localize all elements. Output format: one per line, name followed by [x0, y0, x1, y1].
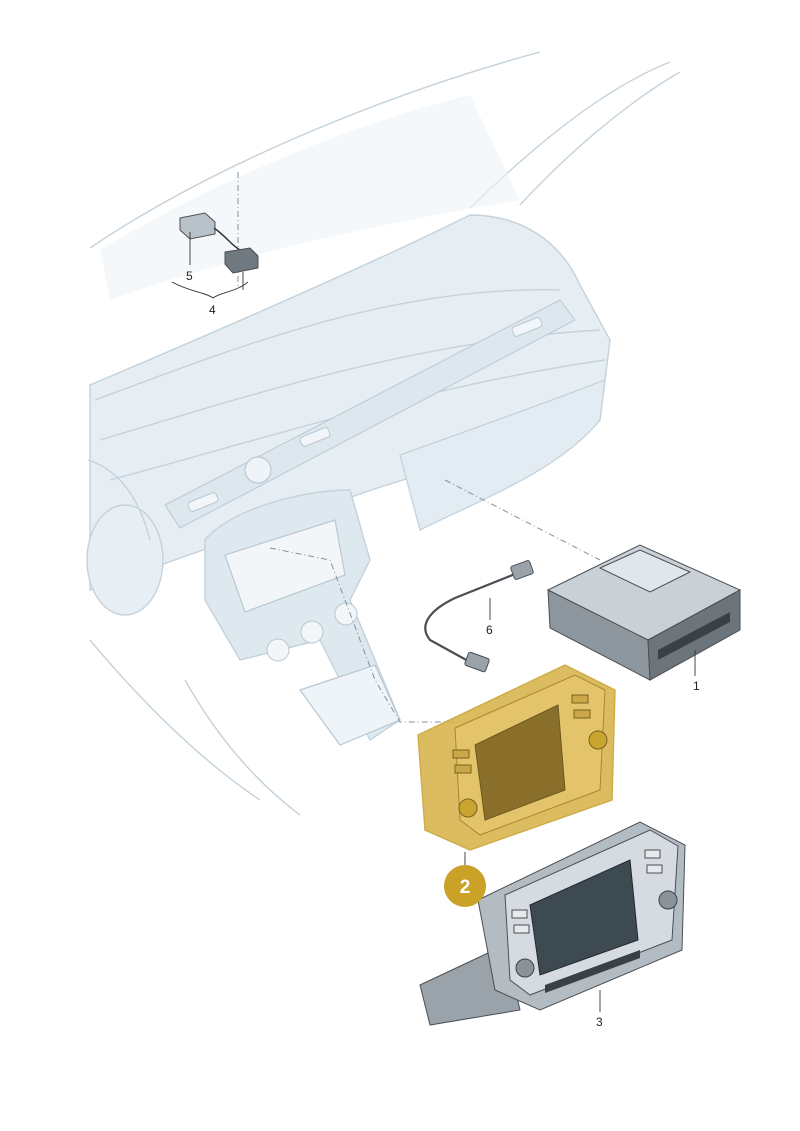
head-unit-2-button-4	[454, 764, 472, 774]
bracket-4	[171, 281, 249, 299]
climate-knob-left	[266, 638, 290, 662]
head-unit-2-button-2	[573, 709, 591, 719]
head-unit-3-button-4	[646, 864, 663, 874]
cable-6	[424, 570, 521, 663]
storage-tray	[299, 664, 401, 746]
steering-outline	[87, 459, 151, 541]
callout-3: 3	[596, 1015, 603, 1029]
hazard-button	[244, 456, 272, 484]
dashboard-illustration	[86, 51, 681, 816]
head-unit-3-knob-right	[658, 890, 678, 910]
module-5-plug	[224, 247, 259, 274]
callout-5: 5	[186, 269, 193, 283]
head-unit-2-button-3	[452, 749, 470, 759]
console-display-recess	[224, 519, 346, 613]
head-unit-3-button-3	[644, 849, 661, 859]
windshield-glass	[100, 95, 520, 300]
vent-slider-1	[299, 427, 331, 447]
climate-knob-right	[334, 602, 358, 626]
console-side-line	[184, 679, 301, 816]
module-5-box	[179, 212, 216, 240]
vent-slider-2	[511, 317, 543, 337]
cable-6-connector-bottom	[464, 651, 490, 673]
mount-line-1	[444, 479, 601, 561]
head-unit-2-knob-right	[588, 730, 608, 750]
head-unit-3-screen	[529, 859, 639, 976]
part-5-module	[179, 212, 259, 274]
unit-1-label	[598, 549, 692, 593]
windshield-top-edge	[89, 51, 541, 249]
head-unit-3-knob-left	[515, 958, 535, 978]
callout-6: 6	[486, 623, 493, 637]
mount-line-2	[269, 547, 460, 723]
callouts: 5 4 6 1 3 2	[186, 269, 700, 1029]
leader-lines	[171, 232, 696, 1012]
vent-slider-3	[187, 492, 219, 512]
dashboard-crease-1	[94, 289, 561, 401]
a-pillar-inner-edge	[519, 71, 681, 206]
module-5-cable	[213, 227, 241, 251]
head-unit-3-button-2	[513, 924, 530, 934]
instrument-cluster-hood	[86, 504, 164, 616]
head-unit-3-slot	[545, 950, 640, 993]
part-6-antenna-cable	[424, 560, 534, 673]
head-unit-2-knob-left	[458, 798, 478, 818]
callout-4: 4	[209, 303, 216, 317]
head-unit-2-button-1	[571, 694, 589, 704]
callout-2: 2	[460, 877, 471, 898]
part-1-unit	[546, 544, 742, 681]
head-unit-3-button-1	[511, 909, 528, 919]
part-2-head-unit	[417, 664, 616, 851]
footwell-line	[89, 639, 261, 801]
cable-6-connector-top	[510, 560, 534, 580]
glovebox	[399, 379, 606, 531]
part-3-head-unit	[419, 821, 686, 1026]
unit-1-slot	[658, 612, 730, 660]
head-unit-2-screen	[474, 704, 566, 821]
callout-2-badge	[444, 865, 486, 907]
callout-1: 1	[693, 679, 700, 693]
climate-knob-center	[300, 620, 324, 644]
